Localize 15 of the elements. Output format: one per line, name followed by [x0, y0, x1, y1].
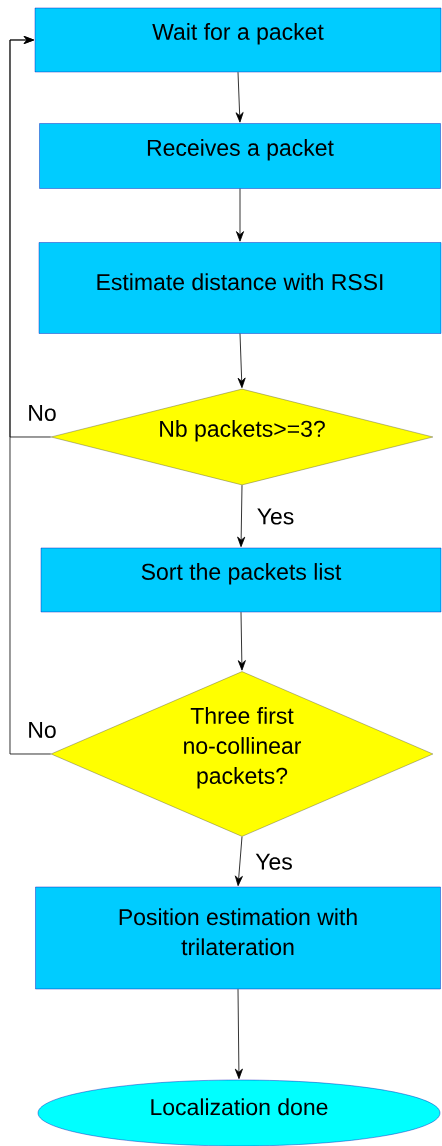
edge-label: Yes [255, 507, 296, 526]
arrow [234, 836, 243, 887]
process-box: Position estimation with trilateration [35, 886, 441, 990]
arrow [235, 71, 244, 123]
edge-label: Yes [254, 852, 294, 871]
arrow [237, 484, 246, 548]
process-box: Receives a packet [39, 123, 441, 189]
process-box: Estimate distance with RSSI [38, 242, 442, 334]
arrow [237, 333, 246, 389]
arrow [9, 36, 52, 755]
process-box: Wait for a packet [34, 7, 442, 73]
arrow [234, 988, 243, 1080]
arrow [236, 188, 244, 242]
arrow [237, 611, 246, 671]
process-box: Sort the packets list [40, 547, 442, 613]
